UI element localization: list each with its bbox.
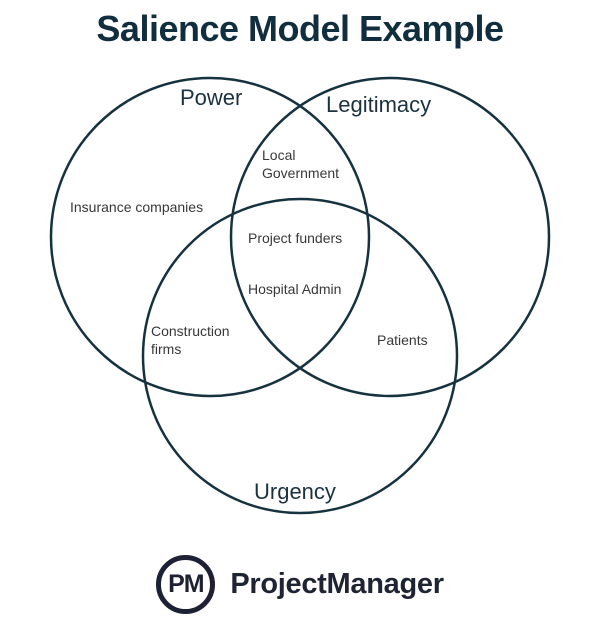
set-label-power: Power bbox=[180, 85, 243, 110]
region-label-project-funders: Project funders bbox=[248, 230, 343, 246]
projectmanager-logo: PM ProjectManager bbox=[0, 555, 600, 614]
set-label-legitimacy: Legitimacy bbox=[326, 92, 432, 117]
region-label-insurance-companies: Insurance companies bbox=[70, 199, 204, 215]
region-label-hospital-admin: Hospital Admin bbox=[248, 281, 342, 297]
set-label-urgency: Urgency bbox=[254, 479, 336, 504]
logo-wordmark: ProjectManager bbox=[230, 568, 444, 600]
power-circle bbox=[49, 76, 371, 398]
region-label-construction-firms: Construction firms bbox=[151, 323, 230, 358]
pm-logo-icon: PM bbox=[156, 555, 216, 614]
region-label-patients: Patients bbox=[377, 332, 428, 348]
region-label-local-government: Local Government bbox=[262, 147, 340, 182]
page-title: Salience Model Example bbox=[96, 8, 504, 49]
legitimacy-circle bbox=[229, 76, 551, 398]
urgency-circle bbox=[141, 197, 459, 515]
